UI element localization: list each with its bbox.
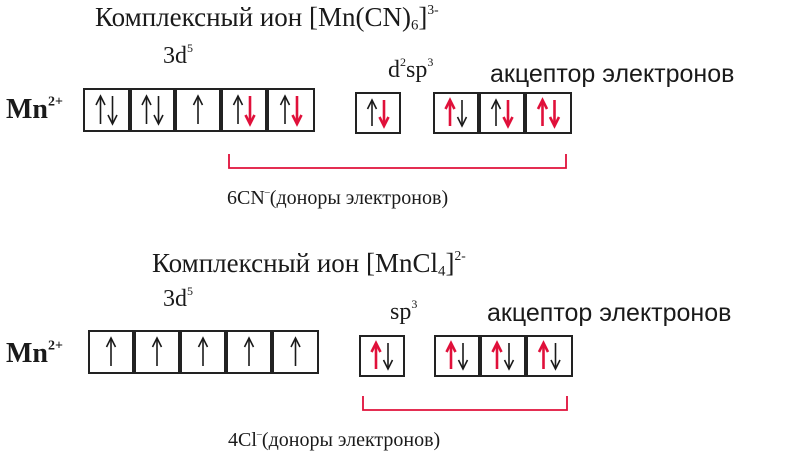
panel1-title-charge: 3-	[427, 1, 439, 17]
panel1-p3-down-arrow-icon	[548, 100, 561, 129]
panel2-s-up-arrow-icon	[370, 340, 382, 369]
panel1-d3-up-arrow-icon	[192, 94, 204, 124]
panel2-p-orbital-box-2	[480, 335, 526, 377]
panel1-ion: Mn	[6, 94, 48, 125]
panel2-p2-up-arrow-icon	[491, 340, 503, 369]
panel2-d2-up-arrow-icon	[151, 336, 163, 366]
panel2-donor-label: 4Cl–(доноры электронов)	[228, 429, 441, 451]
panel2-d-orbital-box-3	[180, 330, 226, 374]
panel2-donor-bracket	[362, 396, 568, 411]
panel2-title-sub: 4	[438, 263, 446, 280]
panel1-ion-charge: 2+	[48, 94, 63, 110]
panel1-p-orbital-box-2	[479, 92, 525, 134]
panel2-d-orbital-box-5	[272, 330, 319, 374]
panel1-p2-up-arrow-icon	[490, 98, 502, 126]
panel1-d-orbital-box-4	[221, 88, 267, 132]
panel1-title-sub: 6	[411, 17, 419, 34]
panel1-p3-up-arrow-icon	[536, 97, 549, 126]
panel2-title-main: Комплексный ион [MnCl	[152, 248, 439, 278]
panel1-d-label-sup: 5	[187, 41, 193, 56]
panel1-title: Комплексный ион [Mn(CN)6]3-	[95, 1, 439, 34]
panel2-d1-up-arrow-icon	[105, 336, 117, 366]
panel1-d-orbital-box-3	[175, 88, 221, 132]
panel1-donor-sup: –	[264, 187, 270, 198]
panel1-donor-rest: (доноры электронов)	[269, 187, 449, 209]
panel2-ion-label: Mn2+	[6, 338, 63, 369]
panel2-d3-up-arrow-icon	[197, 336, 209, 366]
panel1-d5-down-arrow-icon	[291, 96, 303, 127]
panel2-d-label-text: 3d	[163, 286, 187, 312]
panel1-d1-up-arrow-icon	[95, 94, 106, 124]
panel2-p-orbital-box-1	[434, 335, 480, 377]
panel2-p1-down-arrow-icon	[457, 343, 469, 371]
panel1-s-orbital-box	[355, 92, 401, 134]
panel1-d1-down-arrow-icon	[107, 96, 118, 126]
panel2-hybrid-label: sp3	[390, 297, 418, 325]
panel1-d2-down-arrow-icon	[153, 96, 164, 126]
panel2-d-label-sup: 5	[187, 284, 193, 299]
panel2-p3-up-arrow-icon	[537, 340, 550, 369]
panel1-d2-up-arrow-icon	[141, 94, 152, 124]
panel1-p2-down-arrow-icon	[502, 100, 514, 129]
panel1-hyb-sup1: 2	[400, 55, 406, 70]
panel2-hyb-sp: sp	[390, 299, 412, 325]
panel2-title-end: ]	[445, 248, 455, 278]
panel2-title: Комплексный ион [MnCl4]2-	[152, 247, 466, 280]
panel1-p-orbital-box-3	[525, 92, 572, 134]
panel2-s-orbital-box	[359, 335, 405, 377]
panel2-title-charge: 2-	[454, 247, 466, 263]
panel2-donor-main: 4Cl	[228, 429, 257, 451]
panel1-d-orbital-box-2	[130, 88, 175, 132]
panel1-d4-down-arrow-icon	[244, 96, 256, 127]
panel2-donor-sup: –	[256, 429, 262, 440]
panel1-title-end: ]	[418, 2, 428, 32]
panel1-ion-label: Mn2+	[6, 94, 63, 125]
panel2-p-orbital-box-3	[526, 335, 573, 377]
panel1-title-main: Комплексный ион [Mn(CN)	[95, 2, 411, 32]
panel2-d-label: 3d5	[163, 284, 193, 312]
panel2-acceptor-label: акцептор электронов	[487, 299, 732, 327]
panel2-s-down-arrow-icon	[382, 343, 394, 371]
panel1-d-label-text: 3d	[163, 43, 187, 69]
panel2-d-orbital-box-1	[88, 330, 134, 374]
panel2-ion: Mn	[6, 338, 48, 369]
panel2-d5-up-arrow-icon	[290, 336, 301, 366]
panel2-d4-up-arrow-icon	[243, 336, 255, 366]
panel1-acceptor-label: акцептор электронов	[490, 60, 735, 88]
panel1-d-label: 3d5	[163, 41, 193, 69]
panel1-p-orbital-box-1	[433, 92, 479, 134]
panel2-d-orbital-box-4	[226, 330, 272, 374]
panel1-d-orbital-box-5	[267, 88, 315, 132]
panel1-donor-label: 6CN–(доноры электронов)	[227, 187, 449, 209]
panel2-donor-rest: (доноры электронов)	[261, 429, 441, 451]
panel1-s-up-arrow-icon	[366, 98, 378, 126]
panel1-hyb-d: d	[388, 57, 400, 83]
panel2-p1-up-arrow-icon	[445, 340, 457, 369]
panel2-d-orbital-box-2	[134, 330, 180, 374]
panel1-donor-main: 6CN	[227, 187, 265, 209]
panel2-hyb-sup2: 3	[411, 297, 418, 312]
panel2-p2-down-arrow-icon	[503, 343, 515, 371]
panel1-hybrid-label: d2sp3	[388, 55, 434, 83]
panel1-hyb-sup2: 3	[427, 55, 434, 70]
panel2-p3-down-arrow-icon	[550, 343, 561, 371]
panel1-donor-bracket	[228, 154, 567, 169]
panel2-ion-charge: 2+	[48, 338, 63, 354]
panel1-d-orbital-box-1	[83, 88, 130, 132]
panel1-p1-down-arrow-icon	[456, 100, 468, 128]
panel1-d5-up-arrow-icon	[279, 94, 291, 124]
panel1-hyb-sp: sp	[406, 57, 428, 83]
panel1-d4-up-arrow-icon	[232, 94, 244, 124]
panel1-p1-up-arrow-icon	[444, 97, 456, 126]
panel1-s-down-arrow-icon	[378, 100, 390, 129]
